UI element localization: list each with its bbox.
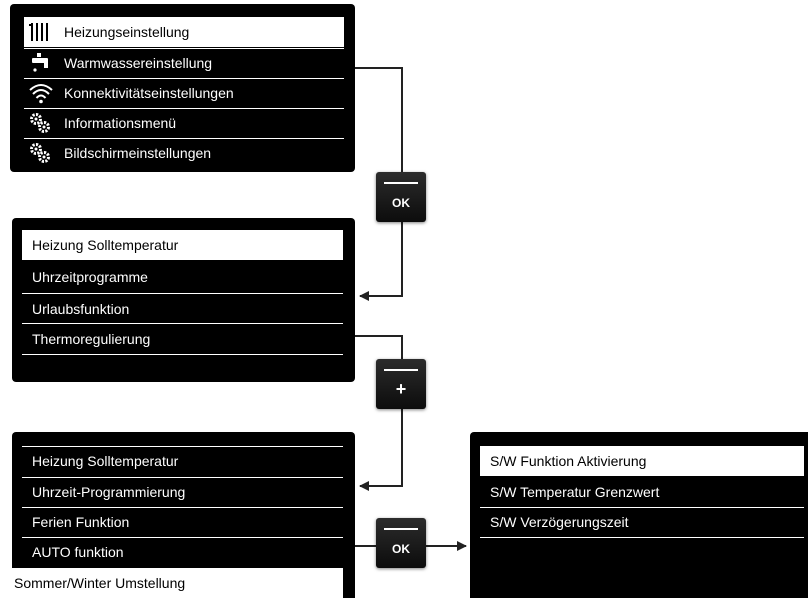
menu-item-label: Heizung Solltemperatur: [32, 453, 179, 469]
menu-item-label: Informationsmenü: [64, 115, 177, 131]
divider: [22, 293, 343, 294]
menu-item-warmwassereinstellung[interactable]: Warmwassereinstellung: [24, 48, 344, 78]
divider: [22, 323, 343, 324]
menu-item-auto-funktion[interactable]: AUTO funktion: [22, 537, 343, 567]
menu-item-ferien-funktion[interactable]: Ferien Funktion: [22, 507, 343, 537]
divider: [22, 446, 343, 447]
ok-label: OK: [392, 542, 410, 556]
menu-item-label: Bildschirmeinstellungen: [64, 145, 212, 161]
extended-menu-screen: Heizung Solltemperatur Uhrzeit-Programmi…: [12, 432, 355, 598]
menu-item-label: Uhrzeitprogramme: [32, 269, 148, 285]
menu-item-informationsmenue[interactable]: Informationsmenü: [24, 108, 344, 138]
radiator-icon: [28, 20, 52, 44]
menu-item-heizung-solltemperatur[interactable]: Heizung Solltemperatur: [22, 446, 343, 476]
main-menu-screen: Heizungseinstellung Warmwassereinstellun…: [10, 4, 355, 172]
flow-arrow-2: [355, 335, 403, 491]
divider: [480, 537, 804, 538]
menu-item-uhrzeit-programmierung[interactable]: Uhrzeit-Programmierung: [22, 477, 343, 507]
menu-item-urlaubsfunktion[interactable]: Urlaubsfunktion: [22, 294, 343, 324]
menu-item-label: Thermoregulierung: [32, 331, 151, 347]
menu-item-sw-temperatur-grenzwert[interactable]: S/W Temperatur Grenzwert: [480, 477, 804, 507]
divider: [24, 108, 344, 109]
button-bar: [384, 182, 418, 184]
gears-icon: [28, 111, 52, 135]
plus-button[interactable]: +: [376, 359, 426, 409]
ok-button[interactable]: OK: [376, 518, 426, 568]
menu-item-label: Ferien Funktion: [32, 514, 130, 530]
ok-label: OK: [392, 196, 410, 210]
menu-item-label: AUTO funktion: [32, 544, 124, 560]
button-bar: [384, 369, 418, 371]
summer-winter-menu-screen: S/W Funktion Aktivierung S/W Temperatur …: [470, 432, 808, 598]
heating-menu-screen: Heizung Solltemperatur Uhrzeitprogramme …: [12, 218, 355, 382]
wifi-icon: [28, 81, 53, 105]
menu-item-sw-funktion-aktivierung[interactable]: S/W Funktion Aktivierung: [480, 446, 804, 476]
divider: [22, 354, 343, 355]
tap-icon: [28, 51, 52, 75]
menu-item-uhrzeitprogramme[interactable]: Uhrzeitprogramme: [22, 262, 343, 292]
divider: [24, 78, 344, 79]
divider: [22, 537, 343, 538]
gears-icon: [28, 141, 52, 165]
menu-item-label: Urlaubsfunktion: [32, 301, 130, 317]
divider: [24, 48, 344, 49]
divider: [480, 507, 804, 508]
plus-label: +: [395, 379, 407, 399]
menu-item-heizungseinstellung[interactable]: Heizungseinstellung: [24, 17, 344, 47]
menu-item-sommer-winter-umstellung[interactable]: Sommer/Winter Umstellung: [12, 568, 343, 598]
menu-item-heizung-solltemperatur[interactable]: Heizung Solltemperatur: [22, 230, 343, 260]
ok-button[interactable]: OK: [376, 172, 426, 222]
menu-item-label: S/W Temperatur Grenzwert: [490, 484, 660, 500]
menu-item-label: Heizungseinstellung: [64, 24, 190, 40]
menu-item-konnektivitaet[interactable]: Konnektivitätseinstellungen: [24, 78, 344, 108]
menu-item-label: Konnektivitätseinstellungen: [64, 85, 234, 101]
menu-item-sw-verzoegerungszeit[interactable]: S/W Verzögerungszeit: [480, 507, 804, 537]
menu-item-label: Heizung Solltemperatur: [32, 237, 179, 253]
menu-item-label: Uhrzeit-Programmierung: [32, 484, 186, 500]
menu-item-label: S/W Verzögerungszeit: [490, 514, 629, 530]
menu-item-thermoregulierung[interactable]: Thermoregulierung: [22, 324, 343, 354]
button-bar: [384, 528, 418, 530]
divider: [22, 507, 343, 508]
menu-item-bildschirmeinstellungen[interactable]: Bildschirmeinstellungen: [24, 138, 344, 168]
divider: [24, 138, 344, 139]
menu-item-label: Warmwassereinstellung: [64, 55, 213, 71]
divider: [22, 477, 343, 478]
menu-item-label: Sommer/Winter Umstellung: [14, 575, 186, 591]
menu-item-label: S/W Funktion Aktivierung: [490, 453, 647, 469]
